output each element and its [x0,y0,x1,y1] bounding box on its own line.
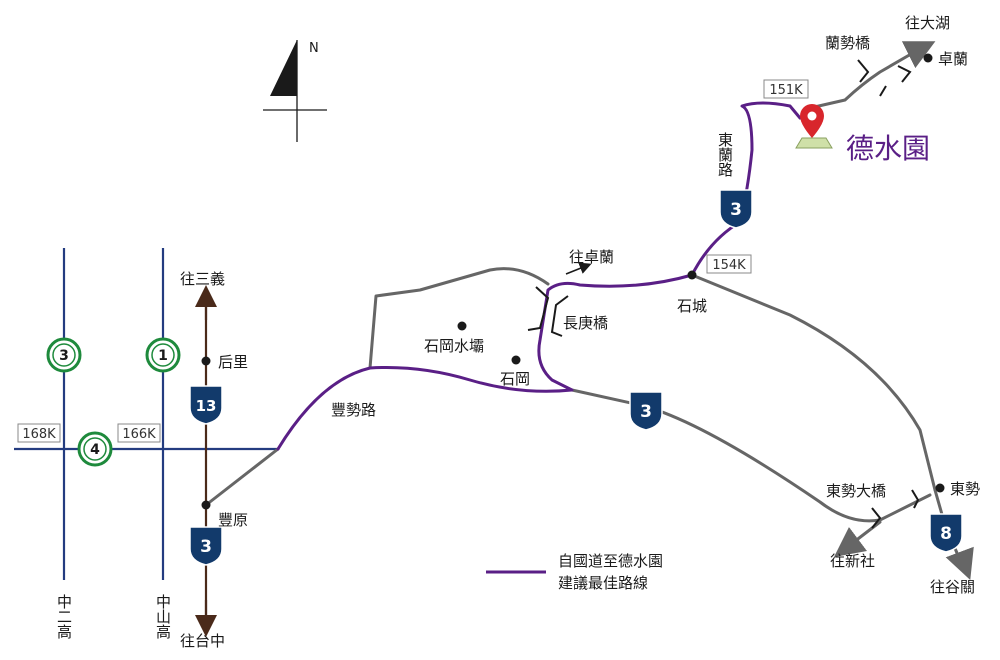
km-151-marker: 151K [763,79,809,99]
destination-pin-icon [795,104,833,149]
hw3-number-3: 3 [730,200,742,220]
label-wang-xinshe: 往新社 [830,552,875,570]
fw4-number: 4 [90,442,100,458]
fw1-number: 1 [158,348,168,364]
label-fengyuan: 豐原 [218,511,248,529]
label-changgeng-bridge: 長庚橋 [563,314,608,332]
legend-line-2: 建議最佳路線 [558,574,648,592]
highway-shield-3-north: 3 [719,189,753,229]
freeway-shield-4: 4 [77,431,113,467]
north-arrow-icon: N [263,40,327,142]
fw3-number: 3 [59,348,69,364]
changgeng-bridge-left [527,286,550,331]
dongshi-bridge-left [871,507,882,529]
road-highway3-east [570,388,932,523]
km-166-marker: 166K [117,423,161,443]
km-154-marker: 154K [706,254,752,274]
shicheng-dot [687,270,697,280]
road-north-loop [368,267,550,370]
hw13-number: 13 [196,397,217,415]
label-dongshi: 東勢 [950,480,980,498]
bridge-marks [527,59,920,529]
svg-text:154K: 154K [712,258,746,273]
label-dongshi-bridge: 東勢大橋 [826,482,886,500]
zhuolan-dot [923,53,933,63]
label-wang-dahu: 往大湖 [905,14,950,32]
recommended-route-line [276,101,802,451]
road-fengyuan-link [204,447,280,507]
label-wang-guguan: 往谷關 [930,578,975,596]
label-fengshi-road: 豐勢路 [331,401,376,419]
svg-text:166K: 166K [122,427,156,442]
gray-roads [204,41,974,581]
label-zhongshan-gao: 中山高 [154,594,172,639]
highway-shield-3-fengyuan: 3 [189,526,223,566]
changgeng-bridge-right [550,295,569,337]
legend-line-1: 自國道至德水園 [558,552,663,570]
hw3-number-2: 3 [640,402,652,422]
shigang-dot [511,355,521,365]
highway-shield-8: 8 [929,513,963,553]
label-zhuolan: 卓蘭 [938,50,968,68]
highway-shield-13: 13 [189,385,223,425]
km-168-marker: 168K [17,423,61,443]
houli-dot [201,356,211,366]
label-lanshi-bridge: 蘭勢橋 [825,34,870,52]
label-wang-zhuolan: 往卓蘭 [569,248,614,266]
freeway-shield-1: 1 [145,337,181,373]
lanshi-bridge-left [857,59,870,83]
highway-shield-3-east: 3 [629,391,663,431]
arrow-to-zhuolan-icon [565,262,592,275]
dongshi-dot [935,483,945,493]
dongshi-bridge-right [911,489,920,509]
label-houli: 后里 [218,353,248,371]
label-shigang-dam: 石岡水壩 [424,337,484,355]
road-to-dahu [808,48,920,110]
road-shicheng-dongshi [690,273,937,492]
hw8-number: 8 [940,524,952,544]
label-donglan-road: 東蘭路 [716,132,734,177]
label-wang-sanyi: 往三義 [180,270,225,288]
road-to-xinshe [848,520,882,547]
fengyuan-dot [201,500,211,510]
legend: 自國道至德水園 建議最佳路線 [486,552,663,592]
place-dots [201,53,945,510]
label-zhong-er-gao: 中二高 [55,594,73,639]
label-wang-taichung: 往台中 [180,632,225,650]
svg-text:151K: 151K [769,83,803,98]
label-shigang: 石岡 [500,370,530,388]
shigang-dam-dot [457,321,467,331]
north-label: N [309,41,319,56]
freeway-shield-3: 3 [46,337,82,373]
destination-label: 德水園 [846,132,930,165]
label-shicheng: 石城 [677,297,707,315]
svg-text:168K: 168K [22,427,56,442]
hw3-number-1: 3 [200,537,212,557]
lanshi-bridge-right [897,65,912,83]
